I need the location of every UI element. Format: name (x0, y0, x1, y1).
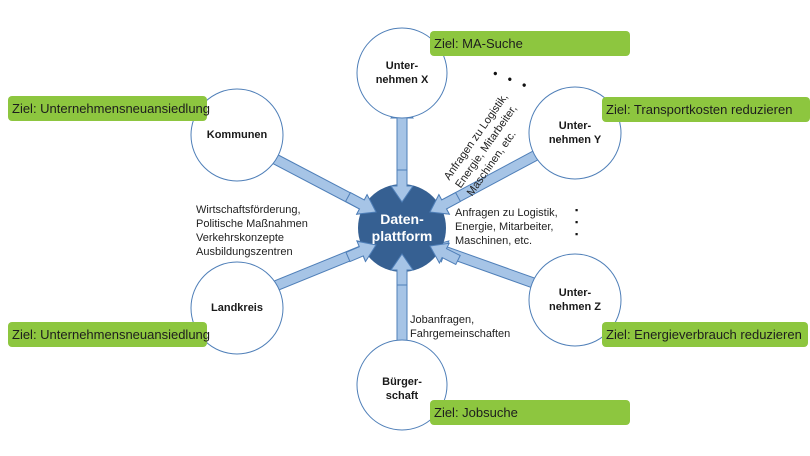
circle-datenplattform (358, 184, 446, 272)
node-unternehmen-x: Unter- nehmen X (375, 60, 429, 86)
ellipsis-vertical: ▪ ▪ ▪ (575, 205, 579, 239)
node-buergerschaft: Bürger- schaft (382, 376, 422, 402)
node-unternehmen-z: Unter- nehmen Z (549, 287, 601, 313)
goal-unternehmen-z: Ziel: Energieverbrauch reduzieren (602, 322, 808, 347)
arrowhead-into-hub (390, 169, 414, 203)
hub-datenplattform: Daten- plattform (371, 211, 433, 244)
circle-landkreis (190, 261, 284, 355)
circle-unternehmen-x (356, 27, 448, 119)
node-kommunen: Kommunen (206, 129, 268, 141)
circle-buergerschaft (356, 339, 448, 431)
goal-unternehmen-x: Ziel: MA-Suche (430, 31, 630, 56)
arrowhead-into-hub (344, 191, 377, 215)
arrowhead-into-hub (390, 253, 414, 286)
arrowhead-into-hub (345, 240, 377, 263)
arrowhead-into-hub (429, 242, 461, 266)
goal-unternehmen-y: Ziel: Transportkosten reduzieren (602, 97, 810, 122)
annotation-companies-right: Anfragen zu Logistik, Energie, Mitarbeit… (455, 207, 558, 247)
circle-kommunen (190, 88, 284, 182)
arrowhead-into-hub (429, 191, 462, 215)
node-landkreis: Landkreis (211, 302, 263, 314)
goal-landkreis: Ziel: Unternehmensneuansiedlung (8, 322, 210, 347)
goal-kommunen: Ziel: Unternehmensneuansiedlung (8, 96, 210, 121)
circle-unternehmen-y (528, 86, 622, 180)
node-unternehmen-y: Unter- nehmen Y (548, 120, 602, 146)
circle-unternehmen-z (528, 253, 622, 347)
goal-buergerschaft: Ziel: Jobsuche (430, 400, 630, 425)
annotation-public-sector: Wirtschaftsförderung, Politische Maßnahm… (196, 204, 308, 258)
annotation-citizens: Jobanfragen, Fahrgemeinschaften (410, 314, 511, 340)
